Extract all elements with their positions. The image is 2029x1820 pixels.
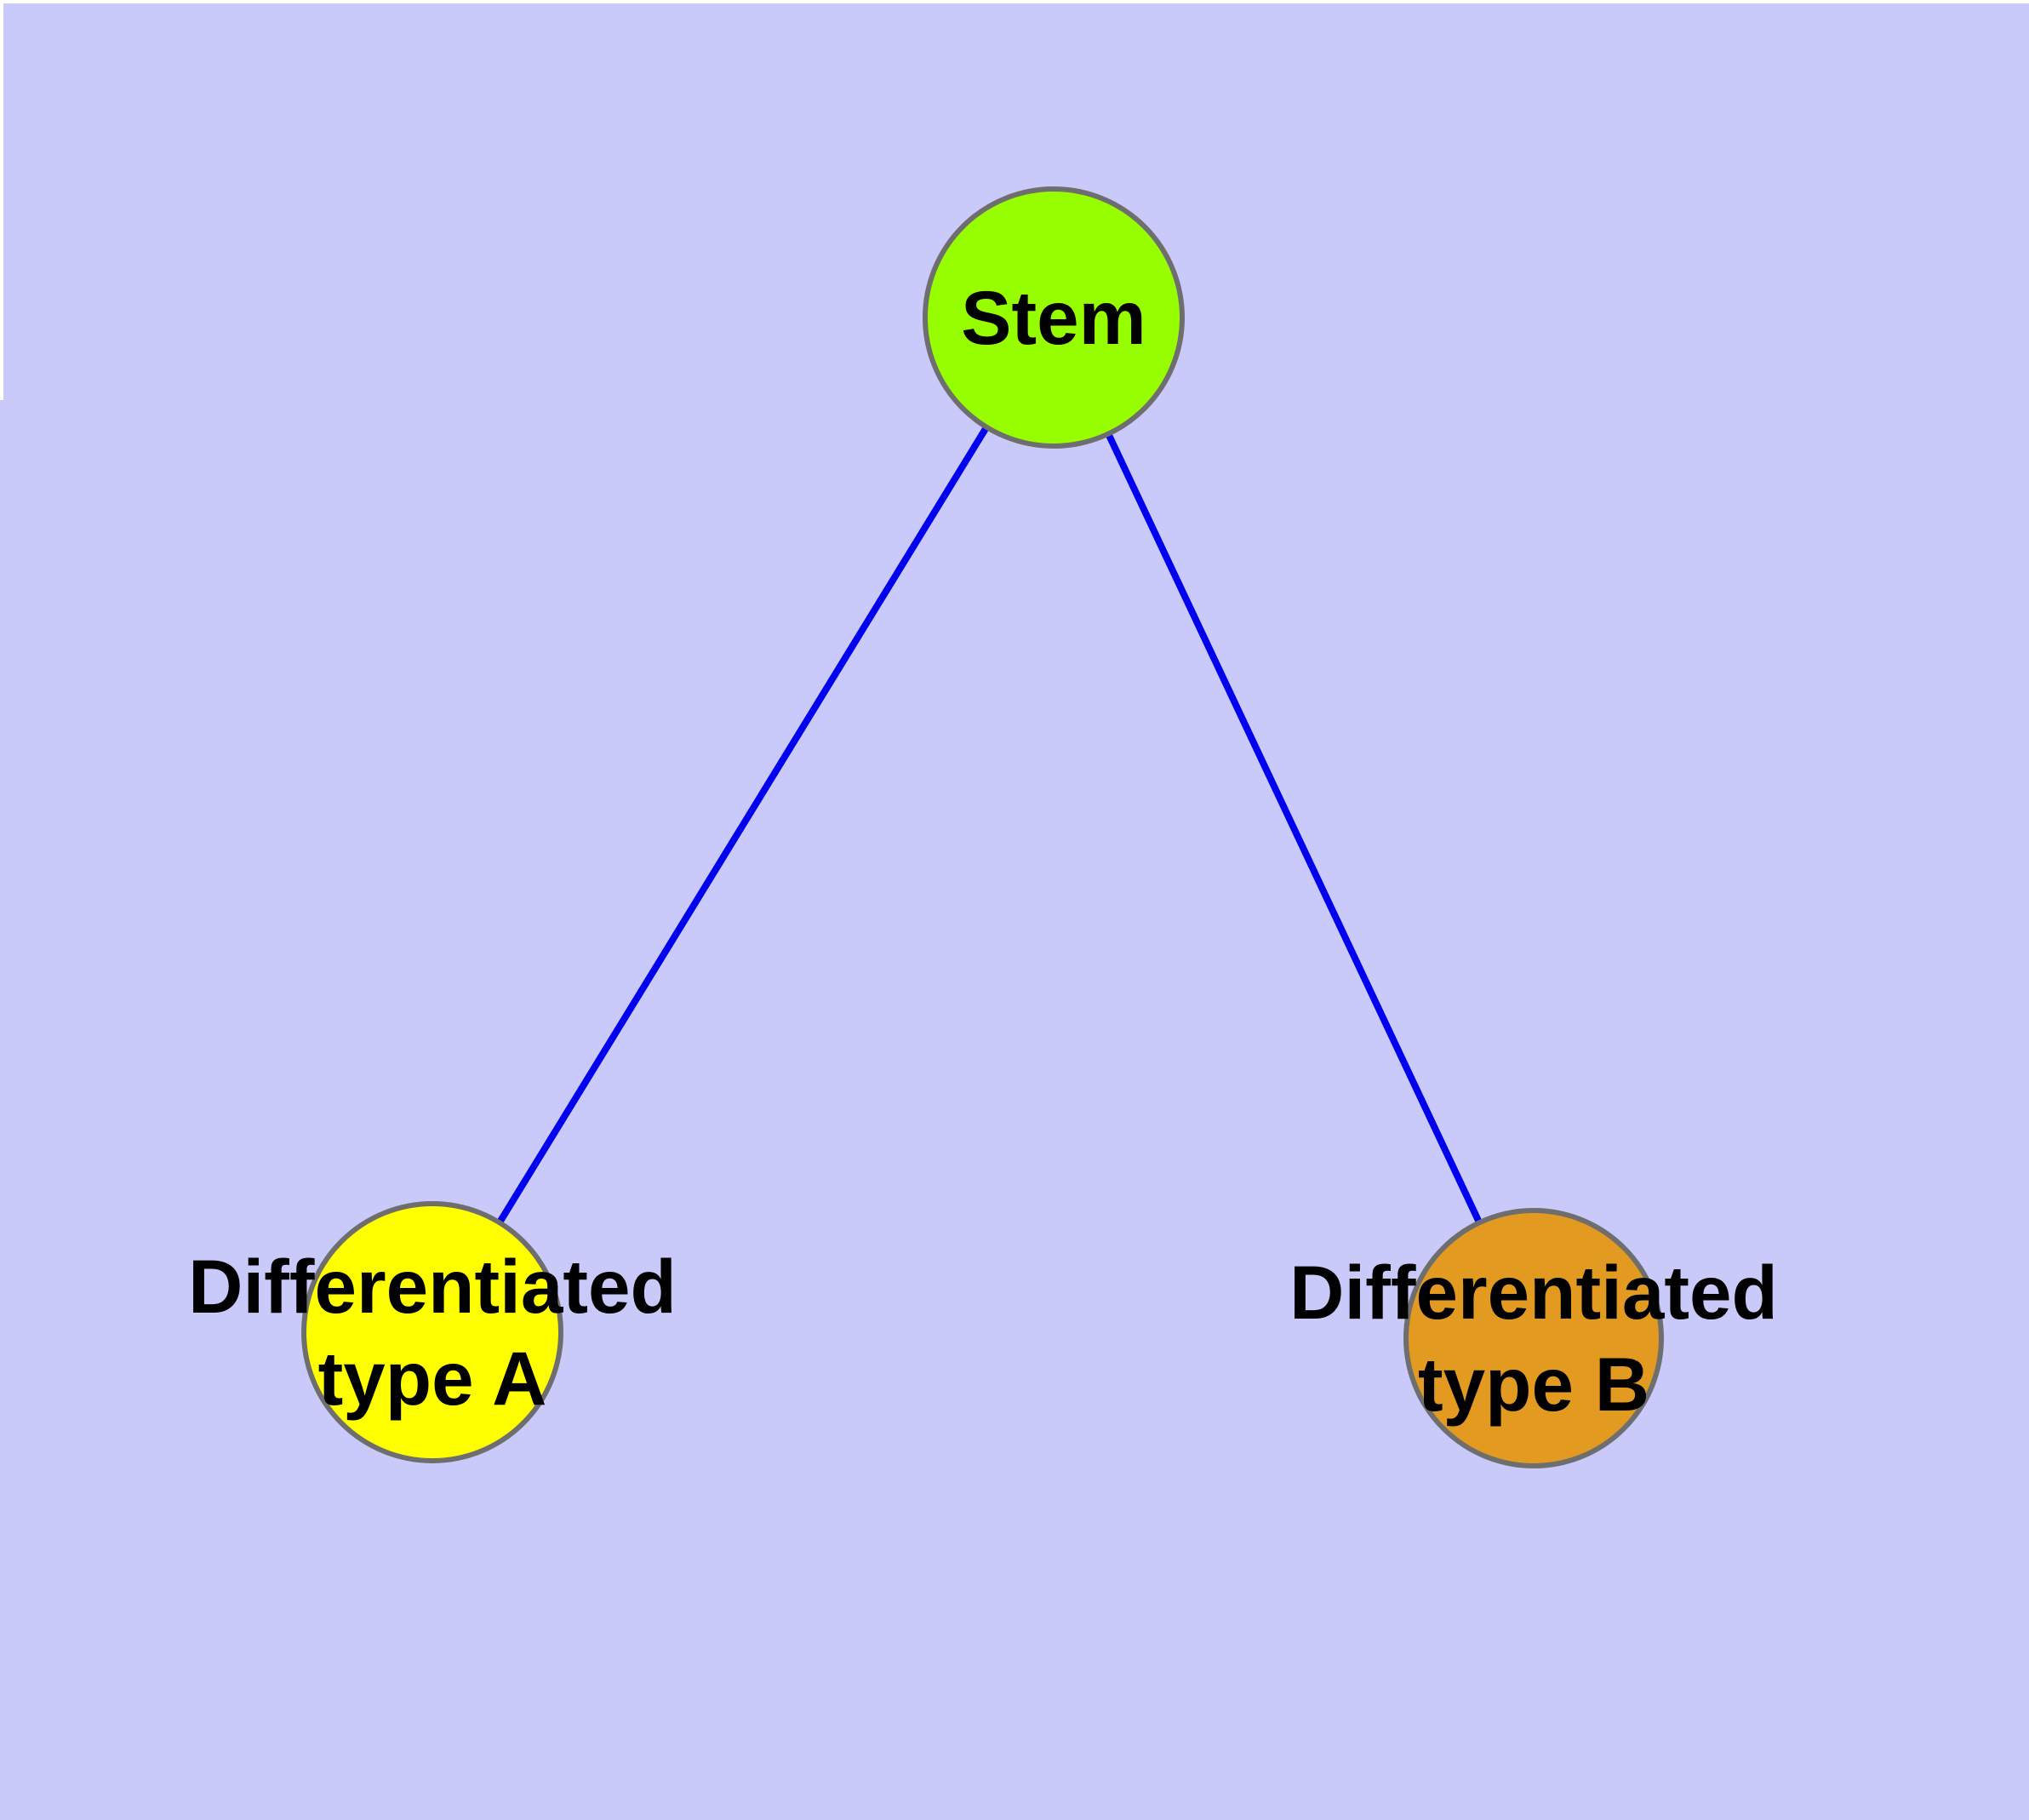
plot-margin-top bbox=[0, 0, 2029, 3]
node-stem bbox=[923, 186, 1185, 449]
node-differentiated-type-a bbox=[301, 1201, 563, 1463]
node-differentiated-type-b bbox=[1403, 1208, 1664, 1468]
plot-margin-left bbox=[0, 0, 3, 400]
edge-stem-to-type-b bbox=[1050, 316, 1537, 1340]
edge-stem-to-type-a bbox=[429, 315, 1057, 1335]
